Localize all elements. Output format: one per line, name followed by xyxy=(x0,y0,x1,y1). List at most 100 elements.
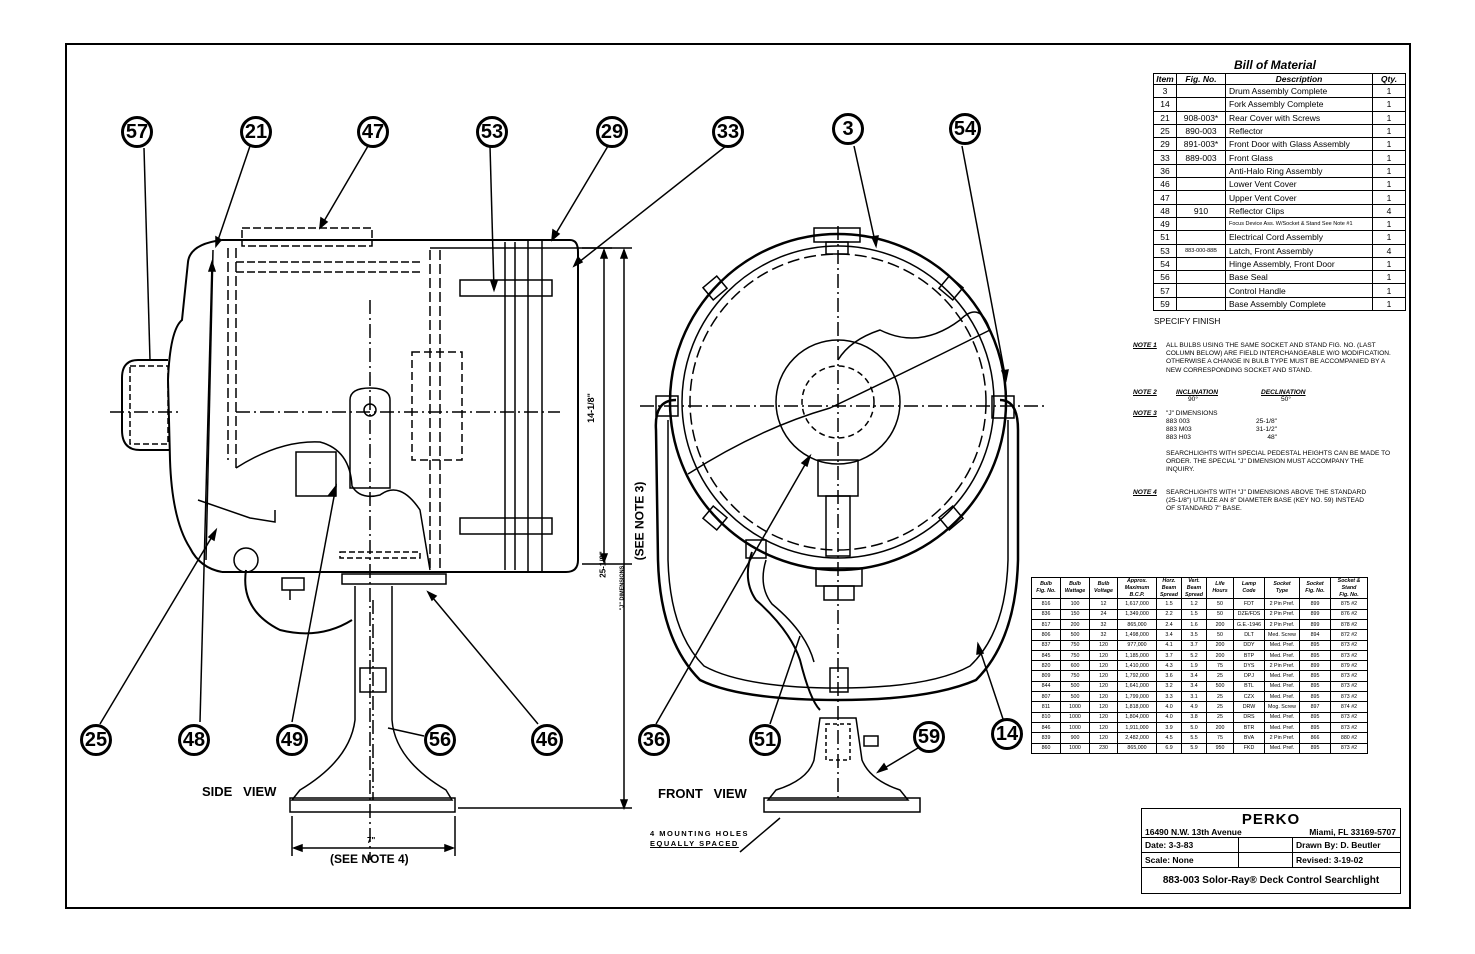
note-1-text: ALL BULBS USING THE SAME SOCKET AND STAN… xyxy=(1166,342,1391,374)
bulb-header-line: Beam xyxy=(1161,584,1177,591)
bulb-cell: 2 Pin Pref. xyxy=(1264,660,1300,672)
bulb-cell: 866 xyxy=(1299,732,1331,744)
front-view-drawing xyxy=(640,226,1045,853)
bom-cell-item: 46 xyxy=(1153,177,1177,192)
callout-25: 25 xyxy=(80,724,112,756)
bulb-cell: 25 xyxy=(1206,691,1234,703)
bulb-cell: Med. Screw xyxy=(1264,629,1300,641)
dim-25-label: 25-1/8" xyxy=(598,551,608,578)
bom-cell-fig: 883-000-88B xyxy=(1176,243,1226,258)
bulb-cell: 895 xyxy=(1299,649,1331,662)
bulb-cell: 200 xyxy=(1206,618,1234,631)
bulb-cell: 845 xyxy=(1031,649,1061,662)
bulb-cell: 32 xyxy=(1089,629,1118,641)
bulb-cell: 1,349,000 xyxy=(1117,608,1157,620)
bom-cell-qty: 4 xyxy=(1372,243,1406,258)
callout-14: 14 xyxy=(991,718,1023,750)
bom-cell-item: 53 xyxy=(1153,243,1177,258)
bom-header-fig: Fig. No. xyxy=(1176,73,1226,85)
bulb-cell: 3.6 xyxy=(1156,670,1182,682)
bulb-header-line: Socket xyxy=(1273,581,1291,588)
bulb-cell: 4.9 xyxy=(1181,701,1207,713)
bom-cell-qty: 1 xyxy=(1372,296,1406,312)
declination-heading: DECLINATION xyxy=(1261,389,1306,396)
see-note-3-label: (SEE NOTE 3) xyxy=(632,481,647,561)
bulb-cell: Med. Pref. xyxy=(1264,680,1300,693)
bulb-cell: 1,410,000 xyxy=(1117,660,1157,672)
bulb-cell: 120 xyxy=(1089,701,1118,713)
note-4-heading: NOTE 4 xyxy=(1133,489,1157,496)
bulb-cell: 120 xyxy=(1089,721,1118,734)
bulb-cell: 3.7 xyxy=(1181,639,1207,651)
drawing-border xyxy=(65,43,1411,909)
bulb-cell: 809 xyxy=(1031,670,1061,682)
bulb-cell: 200 xyxy=(1206,721,1234,734)
bulb-cell: 1000 xyxy=(1060,701,1090,713)
bom-cell-desc: Electrical Cord Assembly xyxy=(1225,230,1373,245)
bulb-cell: 1,792,000 xyxy=(1117,670,1157,682)
bulb-header-line: B.C.P. xyxy=(1129,591,1145,598)
bulb-header-line: Lamp xyxy=(1241,581,1257,588)
bulb-cell: 873 #2 xyxy=(1330,711,1368,723)
side-view-label: SIDE VIEW xyxy=(202,784,277,799)
bulb-cell: 3.1 xyxy=(1181,691,1207,703)
bulb-cell: 895 xyxy=(1299,711,1331,723)
bom-cell-desc: Lower Vent Cover xyxy=(1225,177,1373,192)
bulb-cell: 120 xyxy=(1089,660,1118,672)
inclination-heading: INCLINATION xyxy=(1176,389,1218,396)
bulb-header-line: Spread xyxy=(1185,591,1203,598)
bom-cell-fig xyxy=(1176,296,1226,312)
bulb-cell: 120 xyxy=(1089,680,1118,693)
drawn-by: Drawn By: D. Beutler xyxy=(1296,840,1381,850)
bom-cell-item: 21 xyxy=(1153,110,1177,125)
declination-value: 50° xyxy=(1281,396,1291,403)
bulb-cell: 500 xyxy=(1206,680,1234,693)
bulb-cell: Med. Pref. xyxy=(1264,742,1300,754)
bulb-cell: 895 xyxy=(1299,721,1331,734)
bulb-header-line: Vert. xyxy=(1188,578,1200,584)
bulb-header-line: Bulb xyxy=(1040,581,1052,588)
bulb-cell: 600 xyxy=(1060,660,1090,672)
inclination-value: 90° xyxy=(1188,396,1198,403)
bulb-cell: 200 xyxy=(1206,649,1234,662)
bulb-cell: 874 #2 xyxy=(1330,701,1368,713)
bulb-cell: 3.7 xyxy=(1156,649,1182,662)
bulb-header-line: Spread xyxy=(1160,591,1178,598)
bulb-cell: 873 #2 xyxy=(1330,691,1368,703)
bulb-cell: BTR xyxy=(1233,721,1265,734)
bom-cell-fig xyxy=(1176,283,1226,298)
bulb-cell: 807 xyxy=(1031,691,1061,703)
bom-cell-fig xyxy=(1176,163,1226,179)
bulb-cell: 2 Pin Pref. xyxy=(1264,608,1300,620)
note-3-heading: NOTE 3 xyxy=(1133,410,1157,417)
bulb-cell: BVA xyxy=(1233,732,1265,744)
specify-finish: SPECIFY FINISH xyxy=(1154,316,1221,326)
callout-48: 48 xyxy=(178,724,210,756)
bulb-cell: 2,482,000 xyxy=(1117,732,1157,744)
bulb-cell: Med. Pref. xyxy=(1264,721,1300,734)
bulb-cell: 899 xyxy=(1299,598,1331,610)
bulb-cell: 872 #2 xyxy=(1330,629,1368,641)
bulb-cell: 3.9 xyxy=(1156,721,1182,734)
bom-cell-qty: 1 xyxy=(1372,163,1406,179)
bulb-cell: 895 xyxy=(1299,639,1331,651)
bulb-cell: Med. Pref. xyxy=(1264,649,1300,662)
bulb-cell: 897 xyxy=(1299,701,1331,713)
bom-cell-item: 54 xyxy=(1153,256,1177,272)
bulb-cell: 895 xyxy=(1299,742,1331,754)
note-3: NOTE 3 "J" DIMENSIONS 883 003 883 M03 88… xyxy=(1133,410,1403,480)
bom-cell-qty: 1 xyxy=(1372,270,1406,285)
